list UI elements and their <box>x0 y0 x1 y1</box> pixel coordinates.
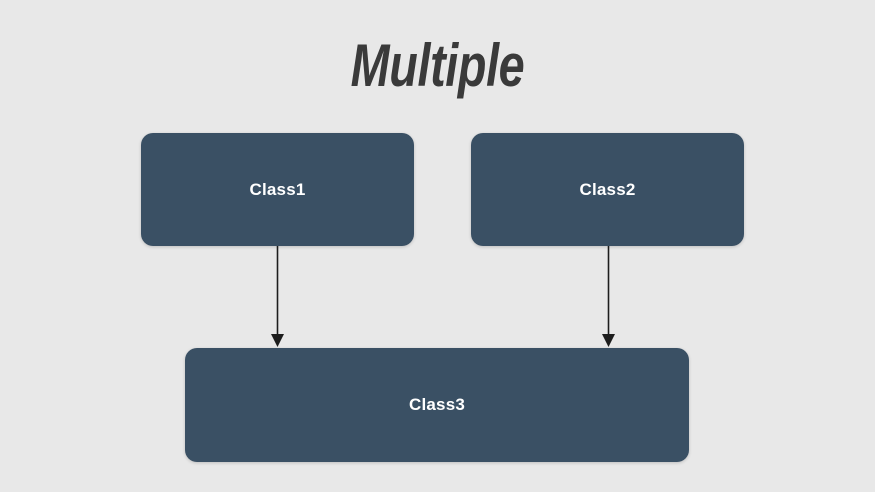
class-node-label: Class3 <box>408 395 466 414</box>
arrowhead-down-icon <box>602 334 615 347</box>
arrowhead-down-icon <box>271 334 284 347</box>
class-node-class1[interactable]: Class1 <box>141 133 414 246</box>
arrow-class1-to-class3 <box>271 246 284 347</box>
class-node-label: Class1 <box>249 179 306 199</box>
diagram-title: Multiple <box>350 32 525 99</box>
class-node-class3[interactable]: Class3 <box>185 348 689 462</box>
arrow-class2-to-class3 <box>602 246 615 347</box>
class-node-label: Class2 <box>579 179 636 199</box>
class-node-class2[interactable]: Class2 <box>471 133 744 246</box>
